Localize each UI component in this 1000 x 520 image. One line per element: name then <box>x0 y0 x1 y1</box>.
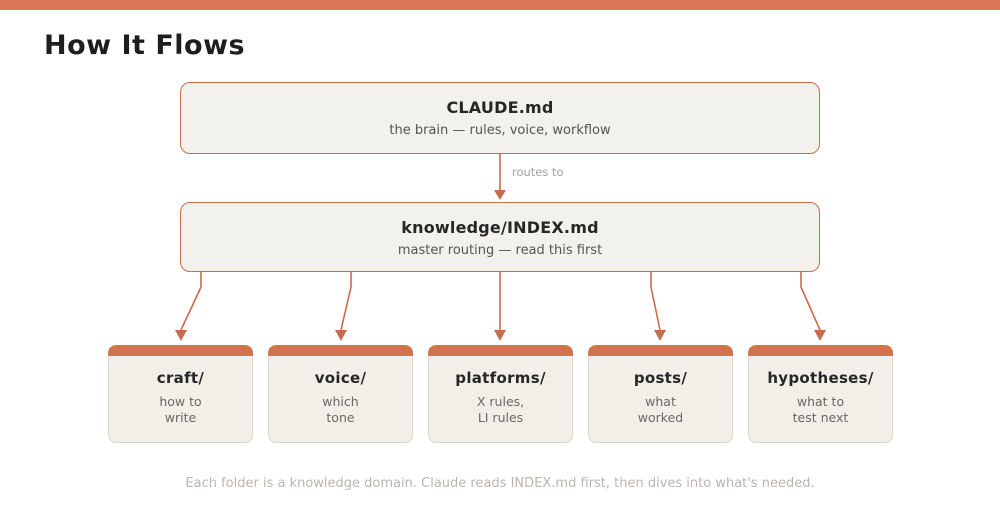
edge-router-to-posts <box>650 271 661 331</box>
folder-craft-header <box>108 344 253 356</box>
folder-posts-header <box>588 344 733 356</box>
node-knowledge-index-subtitle: master routing — read this first <box>397 243 603 258</box>
arrowhead-platforms <box>494 330 506 341</box>
page-title: How It Flows <box>44 30 246 61</box>
node-knowledge-index-title: knowledge/INDEX.md <box>401 218 599 237</box>
folder-platforms-title: platforms/ <box>455 368 546 387</box>
arrowhead-router <box>494 190 506 200</box>
folder-hypotheses-line2: test next <box>792 410 849 425</box>
folder-voice-header <box>268 344 413 356</box>
folder-hypotheses: hypotheses/ what to test next <box>748 344 893 443</box>
folder-platforms-header <box>428 344 573 356</box>
folder-posts: posts/ what worked <box>588 344 733 443</box>
folder-craft: craft/ how to write <box>108 344 253 443</box>
arrowhead-craft <box>175 330 187 341</box>
folder-voice-line1: which <box>322 393 359 409</box>
edge-router-to-hypotheses <box>800 271 821 331</box>
folder-posts-line1: what <box>645 393 676 409</box>
folder-voice-title: voice/ <box>314 368 367 387</box>
folder-voice: voice/ which tone <box>268 344 413 443</box>
folder-platforms-line1: X rules, <box>476 393 525 409</box>
folder-craft-line1: how to <box>159 393 202 409</box>
node-claude-md-subtitle: the brain — rules, voice, workflow <box>389 123 611 138</box>
folder-craft-line2: write <box>164 410 197 425</box>
folder-platforms: platforms/ X rules, LI rules <box>428 344 573 443</box>
folder-platforms-line2: LI rules <box>477 410 524 425</box>
folder-posts-title: posts/ <box>633 368 688 387</box>
folder-voice-line2: tone <box>326 410 355 425</box>
node-knowledge-index: knowledge/INDEX.md master routing — read… <box>180 202 820 272</box>
edge-router-to-craft <box>180 271 202 331</box>
footer-note: Each folder is a knowledge domain. Claud… <box>185 476 815 491</box>
edge-label-routes-to: routes to <box>512 165 564 179</box>
node-claude-md-title: CLAUDE.md <box>446 98 554 117</box>
folder-hypotheses-header <box>748 344 893 356</box>
node-claude-md: CLAUDE.md the brain — rules, voice, work… <box>180 82 820 154</box>
arrowhead-hypotheses <box>814 330 826 341</box>
arrowhead-voice <box>335 330 347 341</box>
arrowhead-posts <box>654 330 666 341</box>
folder-hypotheses-line1: what to <box>796 393 845 409</box>
folder-craft-title: craft/ <box>156 368 205 387</box>
accent-top-bar <box>0 0 1000 10</box>
folder-hypotheses-title: hypotheses/ <box>767 368 874 387</box>
folder-posts-line2: worked <box>637 410 684 425</box>
edge-router-to-voice <box>340 271 352 331</box>
